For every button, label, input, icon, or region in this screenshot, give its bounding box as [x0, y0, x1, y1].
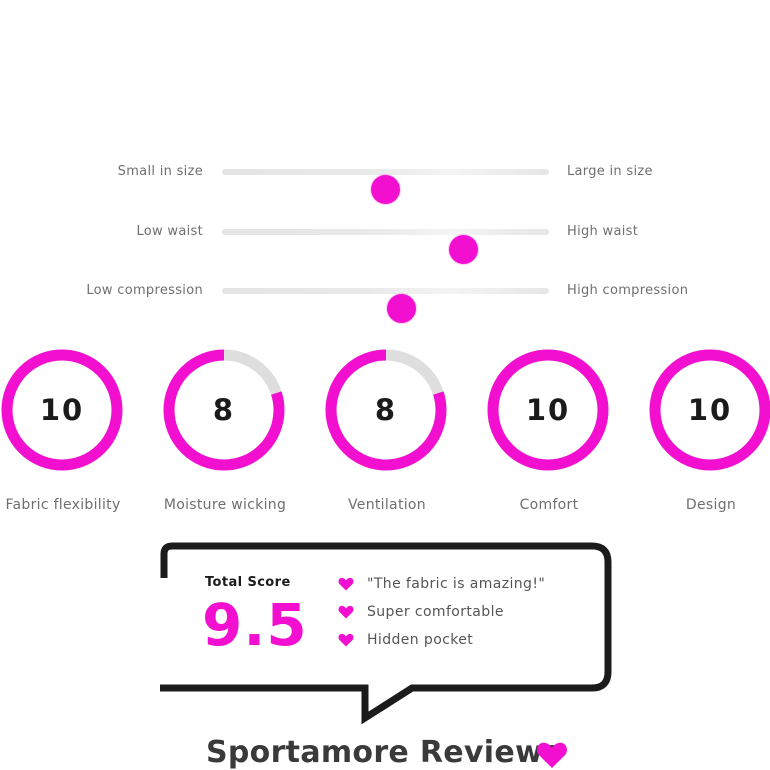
score-speech-bubble: Total Score 9.5 "The fabric is amazing!"…: [160, 540, 612, 725]
slider-thumb[interactable]: [449, 235, 479, 264]
slider-right-label: High compression: [567, 283, 689, 298]
heart-icon: [338, 633, 354, 647]
highlight-text: Super comfortable: [367, 604, 504, 620]
ring-fill: [649, 349, 770, 471]
rating-value: 8: [374, 393, 398, 427]
slider-track: [222, 288, 549, 323]
slider-thumb[interactable]: [387, 294, 417, 323]
rating-value: 10: [687, 393, 733, 427]
rating-ring-design: 10: [648, 348, 770, 472]
slider-compression: Low compression High compression: [0, 271, 770, 323]
ring-chart: [325, 349, 447, 471]
ring-chart: [1, 349, 123, 471]
ring-chart: [649, 349, 770, 471]
rating-ring-ventilation: 8: [324, 348, 448, 472]
rating-label-moisture-wicking: Moisture wicking: [163, 497, 287, 513]
slider-right-label: High waist: [567, 224, 639, 239]
rating-ring-fabric-flexibility: 10: [0, 348, 124, 472]
ring-fill: [487, 349, 609, 471]
slider-track: [222, 169, 549, 204]
rating-label-design: Design: [685, 497, 737, 513]
rating-ring-comfort: 10: [486, 348, 610, 472]
rating-label-ventilation: Ventilation: [348, 497, 426, 513]
ring-fill: [163, 349, 285, 471]
slider-thumb[interactable]: [371, 175, 400, 204]
slider-left-label: Low waist: [136, 224, 203, 239]
total-score-label: Total Score: [205, 575, 291, 590]
rating-value: 10: [525, 393, 571, 427]
slider-left-label: Small in size: [117, 164, 203, 179]
highlight-text: Hidden pocket: [367, 632, 474, 648]
slider-size: Small in size Large in size: [0, 152, 770, 204]
ring-chart: [163, 349, 285, 471]
rating-value: 8: [212, 393, 236, 427]
heart-icon: [338, 605, 354, 619]
ring-fill: [325, 349, 447, 471]
slider-track: [222, 229, 549, 264]
heart-icon: [537, 742, 567, 768]
rating-value: 10: [39, 393, 85, 427]
speech-bubble-outline: [160, 542, 612, 725]
heart-icon: [338, 577, 354, 591]
ring-fill: [1, 349, 123, 471]
ring-chart: [487, 349, 609, 471]
brand-name: Sportamore Reviews: [206, 735, 562, 770]
rating-ring-moisture-wicking: 8: [162, 348, 286, 472]
slider-right-label: Large in size: [567, 164, 653, 179]
total-score-value: 9.5: [202, 591, 308, 659]
rating-label-comfort: Comfort: [519, 497, 579, 513]
highlight-text: "The fabric is amazing!": [367, 576, 546, 592]
slider-waist: Low waist High waist: [0, 212, 770, 264]
slider-left-label: Low compression: [86, 283, 203, 298]
rating-label-fabric-flexibility: Fabric flexibility: [5, 497, 121, 513]
